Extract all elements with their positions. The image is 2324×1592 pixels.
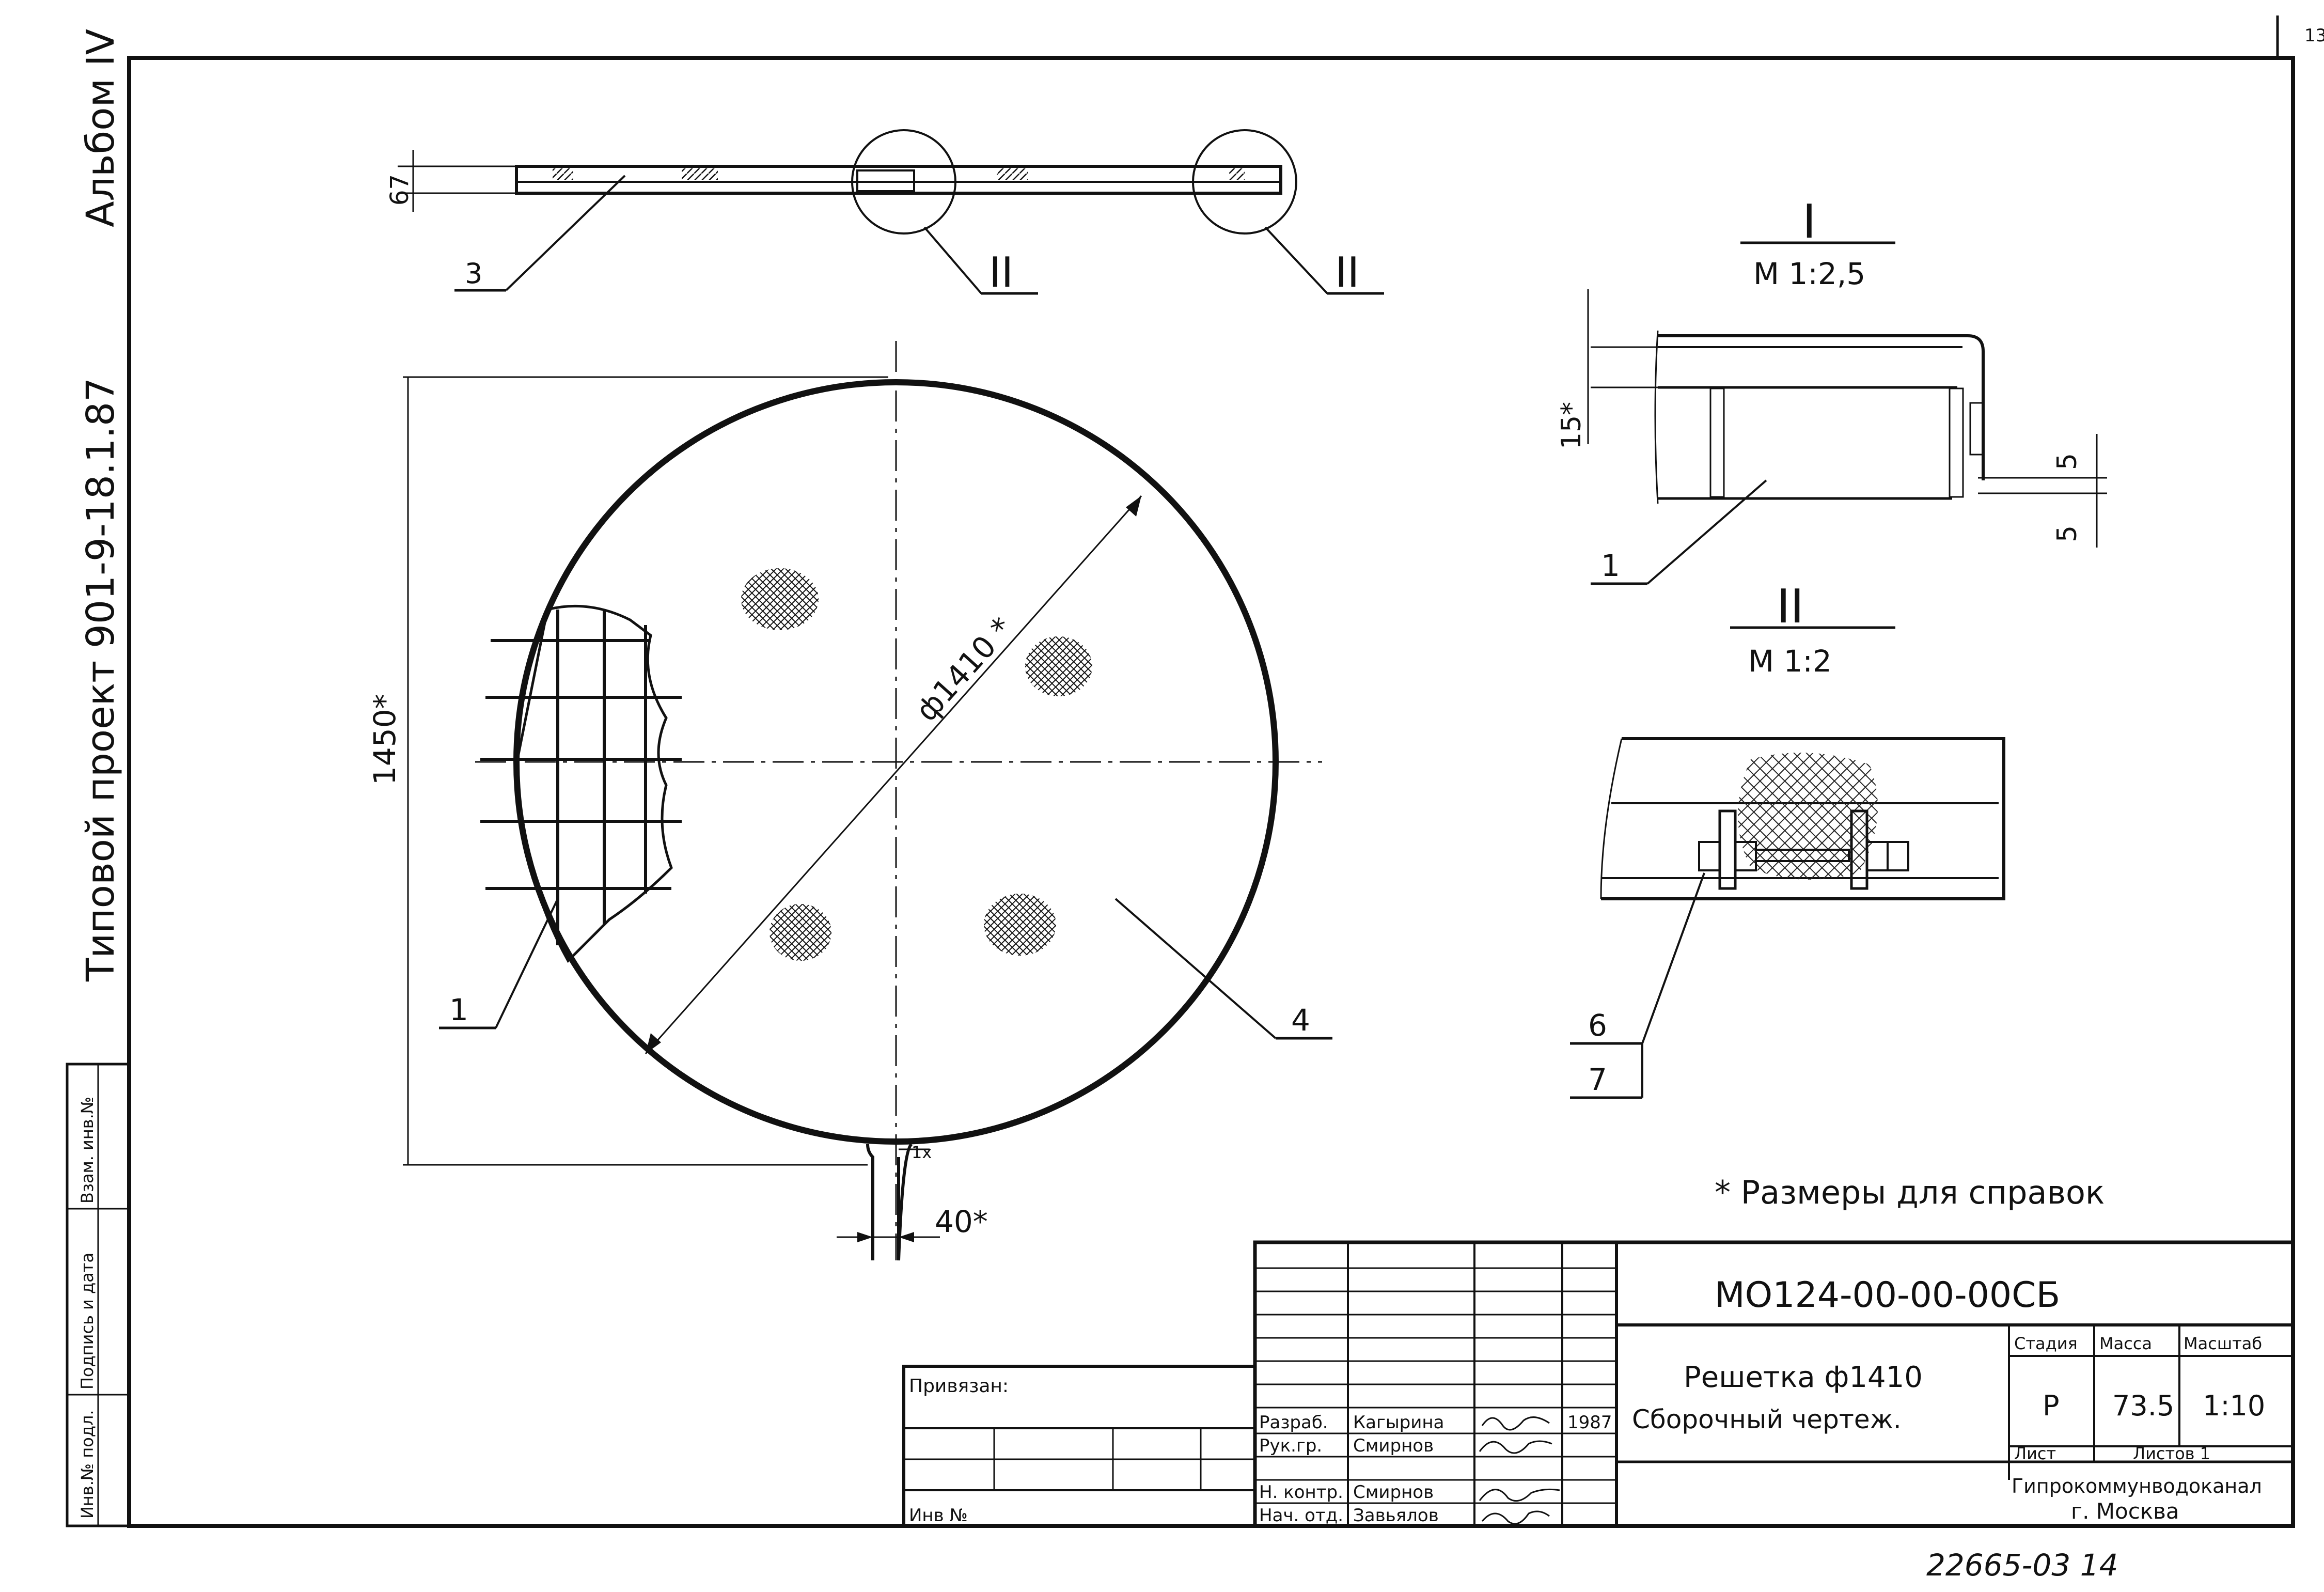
grate-tab: [866, 1143, 913, 1261]
dim-tab-width: 40*: [935, 1204, 988, 1239]
podpis-data-label: Подпись и дата: [77, 1253, 97, 1390]
detail-I-profile: [1658, 334, 1985, 480]
drawing-name-line2: Сборочный чертеж.: [1632, 1404, 1902, 1434]
detail-II: II М 1:2 6 7: [1570, 580, 2005, 1099]
mesh-patch: [984, 894, 1056, 956]
organization-name: Гипрокоммунводоканал: [2012, 1475, 2262, 1497]
detail-I-leader-1: 1: [1601, 548, 1620, 583]
detail-II-section: [1601, 737, 2005, 900]
footer-code: 22665-03 14: [1926, 1548, 2118, 1583]
leader-label-3: 3: [465, 257, 482, 290]
row-name: Смирнов: [1353, 1482, 1434, 1503]
callout-label-right: II: [1335, 248, 1359, 296]
inv-podl-label: Инв.№ подл.: [77, 1410, 97, 1519]
side-strip: Альбом IV Типовой проект 901-9-18.1.87 И…: [66, 28, 131, 1527]
album-label: Альбом IV: [78, 28, 123, 227]
row-name: Кагырина: [1353, 1412, 1444, 1433]
cutaway-grid: [515, 604, 673, 963]
mesh-detail: [1738, 753, 1878, 880]
list-label: Лист: [2014, 1444, 2056, 1463]
grate-edge-view: [515, 165, 1282, 195]
inv-no-label: Инв №: [909, 1505, 968, 1526]
project-label: Типовой проект 901-9-18.1.87: [78, 378, 123, 982]
callout-label-left: II: [989, 248, 1013, 296]
callout-circle-right: [1192, 129, 1297, 235]
row-role: Н. контр.: [1259, 1482, 1343, 1503]
row-name: Завьялов: [1353, 1505, 1439, 1526]
detail-II-leader-7: 7: [1588, 1062, 1607, 1097]
main-view: ф1410 * 1450* 1 4 40* 1x: [367, 341, 1332, 1261]
stadia-label: Стадия: [2014, 1334, 2078, 1353]
detail-I: I М 1:2,5 15* 5 5 1: [1556, 195, 2107, 585]
vzam-inv-label: Взам. инв.№: [77, 1097, 97, 1204]
mesh-patch: [1025, 636, 1092, 696]
document-code: МО124-00-00-00СБ: [1715, 1275, 2060, 1316]
dim-15: 15*: [1556, 402, 1587, 449]
title-block: Привязан: Инв № Разраб. Кагырина 1987 Ру…: [902, 1240, 2295, 1528]
page-number: 13: [2304, 25, 2324, 46]
listov-label: Листов 1: [2133, 1444, 2210, 1463]
bolt: [1755, 849, 1850, 862]
dim-diameter-line: [645, 495, 1142, 1054]
dim-height: 1450*: [367, 694, 402, 785]
privyazan-label: Привязан:: [909, 1376, 1009, 1397]
stadia-value: Р: [2043, 1390, 2060, 1422]
leader-label-1: 1: [449, 992, 468, 1027]
detail-I-title: I: [1802, 195, 1816, 249]
leader-label-4: 4: [1291, 1003, 1310, 1038]
signatures: [1479, 1416, 1560, 1525]
detail-I-scale: М 1:2,5: [1753, 256, 1865, 291]
masshtab-value: 1:10: [2203, 1390, 2265, 1422]
dim-5a: 5: [2052, 453, 2083, 470]
reference-note: * Размеры для справок: [1715, 1174, 2105, 1211]
row-name: Смирнов: [1353, 1435, 1434, 1456]
callout-circle-left: [851, 129, 956, 235]
top-view: 67 3 II II: [385, 129, 1384, 296]
dim-diameter: ф1410 *: [909, 611, 1019, 728]
organization-city: г. Москва: [2071, 1499, 2179, 1524]
dim-67: 67: [385, 174, 414, 206]
row-role: Разраб.: [1259, 1412, 1328, 1433]
row-role: Нач. отд.: [1259, 1505, 1343, 1526]
mesh-patch: [741, 568, 819, 630]
dim-tab-small: 1x: [912, 1143, 932, 1162]
detail-II-scale: М 1:2: [1748, 644, 1832, 679]
massa-label: Масса: [2099, 1334, 2152, 1353]
drawing-name-line1: Решетка ф1410: [1684, 1361, 1923, 1394]
masshtab-label: Масштаб: [2184, 1334, 2262, 1353]
mesh-patch: [770, 904, 831, 961]
massa-value: 73.5: [2112, 1390, 2174, 1422]
detail-II-leader-6: 6: [1588, 1008, 1607, 1043]
row-role: Рук.гр.: [1259, 1435, 1322, 1456]
row-date: 1987: [1567, 1412, 1612, 1433]
detail-II-title: II: [1777, 580, 1804, 634]
dim-5b: 5: [2052, 525, 2083, 542]
